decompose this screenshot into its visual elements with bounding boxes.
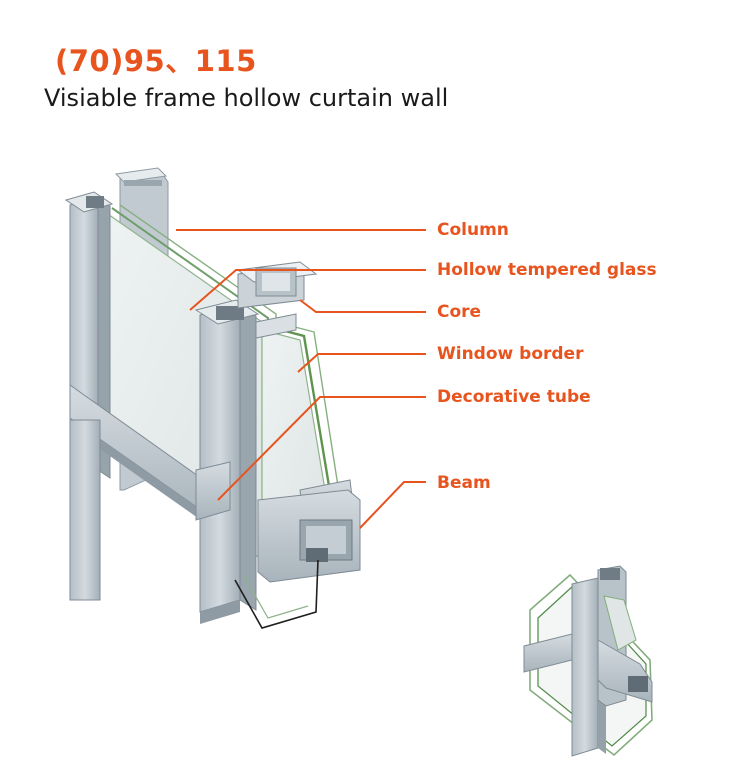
- callout-line-beam: [359, 481, 426, 529]
- callout-line-core: [299, 299, 426, 313]
- core-tube: [236, 261, 318, 309]
- label-core: Core: [437, 302, 482, 322]
- main-assembly: [64, 167, 361, 629]
- label-window-border: Window border: [437, 344, 584, 364]
- lower-glass-outline: [234, 559, 319, 629]
- center-mullion: [194, 299, 260, 624]
- label-hollow-tempered-glass: Hollow tempered glass: [437, 260, 657, 280]
- label-beam: Beam: [437, 473, 491, 493]
- callout-line-glass: [189, 269, 426, 311]
- beam-extrusion: [257, 489, 361, 583]
- label-decorative-tube: Decorative tube: [437, 387, 591, 407]
- product-title: Visiable frame hollow curtain wall: [44, 84, 449, 112]
- model-codes: (70)95、115: [55, 44, 257, 78]
- label-column: Column: [437, 220, 509, 240]
- callout-line-window-border: [297, 353, 426, 373]
- thumbnail-assembly: [523, 565, 653, 757]
- callout-line-decorative-tube: [217, 396, 426, 501]
- callout-lines: [176, 229, 426, 529]
